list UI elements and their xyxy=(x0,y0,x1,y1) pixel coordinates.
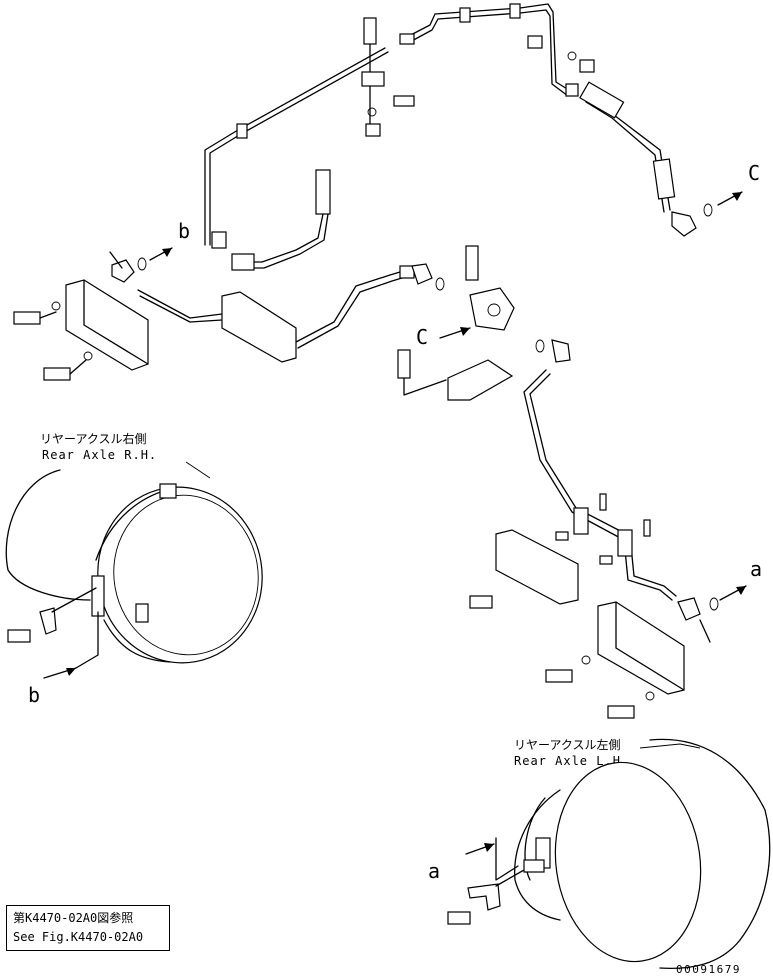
washer xyxy=(83,351,93,361)
reference-note-jp: 第K4470-02A0図参照 xyxy=(13,911,134,925)
bolt xyxy=(397,349,411,379)
hose-fitting xyxy=(315,169,331,215)
marker-a-lower: a xyxy=(428,859,440,883)
o-ring xyxy=(137,257,147,271)
clip xyxy=(599,493,607,511)
upper-tube-assembly xyxy=(204,3,579,246)
central-valve-assembly: C xyxy=(397,245,571,401)
arrow-c-upper xyxy=(732,192,742,201)
valve-body xyxy=(469,287,515,331)
bolt xyxy=(447,911,471,925)
left-guard-plate xyxy=(13,279,149,381)
document-number: 00091679 xyxy=(676,963,741,976)
clip xyxy=(527,35,543,49)
marker-c-center: C xyxy=(416,325,428,349)
upper-hose-left xyxy=(211,169,331,271)
rear-axle-lh-jp-label: リヤーアクスル左側 xyxy=(514,737,621,752)
tube-clamp xyxy=(236,123,248,139)
hose-end xyxy=(231,253,255,271)
o-ring xyxy=(535,339,545,353)
o-ring xyxy=(435,277,445,291)
rear-axle-rh: リヤーアクスル右側 Rear Axle R.H. b xyxy=(5,431,263,707)
nut xyxy=(365,123,381,137)
tube-clamp xyxy=(509,3,521,19)
reference-note-en: See Fig.K4470-02A0 xyxy=(13,930,144,944)
tube-nut xyxy=(565,83,579,97)
nut xyxy=(579,59,595,73)
marker-a-right: a xyxy=(750,557,762,581)
bolt xyxy=(43,367,71,381)
tube-nut xyxy=(211,231,227,249)
wheel-hub xyxy=(554,761,702,963)
upper-bracket-set xyxy=(361,17,595,137)
middle-tube-assembly xyxy=(137,263,445,363)
bolt xyxy=(393,95,415,107)
wheel-hub xyxy=(97,486,263,664)
bolt xyxy=(7,629,31,643)
washer xyxy=(367,107,377,117)
tube-bracket xyxy=(495,529,579,605)
rear-axle-rh-jp-label: リヤーアクスル右側 xyxy=(40,431,147,446)
washer xyxy=(645,691,655,701)
elbow-fitting xyxy=(677,597,701,621)
marker-b-lower: b xyxy=(28,683,40,707)
marker-b-upper: b xyxy=(178,219,190,243)
rear-axle-rh-en-label: Rear Axle R.H. xyxy=(42,448,157,462)
elbow-fitting xyxy=(671,211,697,237)
o-ring xyxy=(709,597,719,611)
bolt xyxy=(545,669,573,683)
tube-clamp xyxy=(617,529,633,557)
bolt xyxy=(607,705,635,719)
bolt xyxy=(13,311,41,325)
clip xyxy=(643,519,651,537)
washer xyxy=(51,301,61,311)
washer xyxy=(567,51,577,61)
tube-clamp xyxy=(459,7,471,23)
marker-b-upper-group: b xyxy=(109,219,190,283)
o-ring xyxy=(703,203,713,217)
elbow-fitting xyxy=(551,339,571,363)
upper-hose-right: C xyxy=(579,81,760,237)
marker-c-upper: C xyxy=(748,161,760,185)
bolt xyxy=(465,245,479,281)
rear-axle-lh: リヤーアクスル左側 Rear Axle L.H. a xyxy=(428,737,771,970)
valve-bracket xyxy=(447,359,514,401)
spacer xyxy=(555,531,569,541)
bolt xyxy=(469,595,493,609)
right-guard-plate xyxy=(545,601,685,719)
reference-note: 第K4470-02A0図参照 See Fig.K4470-02A0 xyxy=(6,905,170,951)
spacer xyxy=(599,555,613,565)
tube-clamp xyxy=(573,507,589,535)
clip-bracket xyxy=(39,607,57,635)
lower-tube-assembly: a xyxy=(469,369,762,643)
washer xyxy=(581,655,591,665)
elbow-fitting xyxy=(111,259,135,283)
tube-nut xyxy=(399,33,415,45)
clip-bracket xyxy=(467,883,501,911)
rear-axle-lh-en-label: Rear Axle L.H. xyxy=(514,754,629,768)
